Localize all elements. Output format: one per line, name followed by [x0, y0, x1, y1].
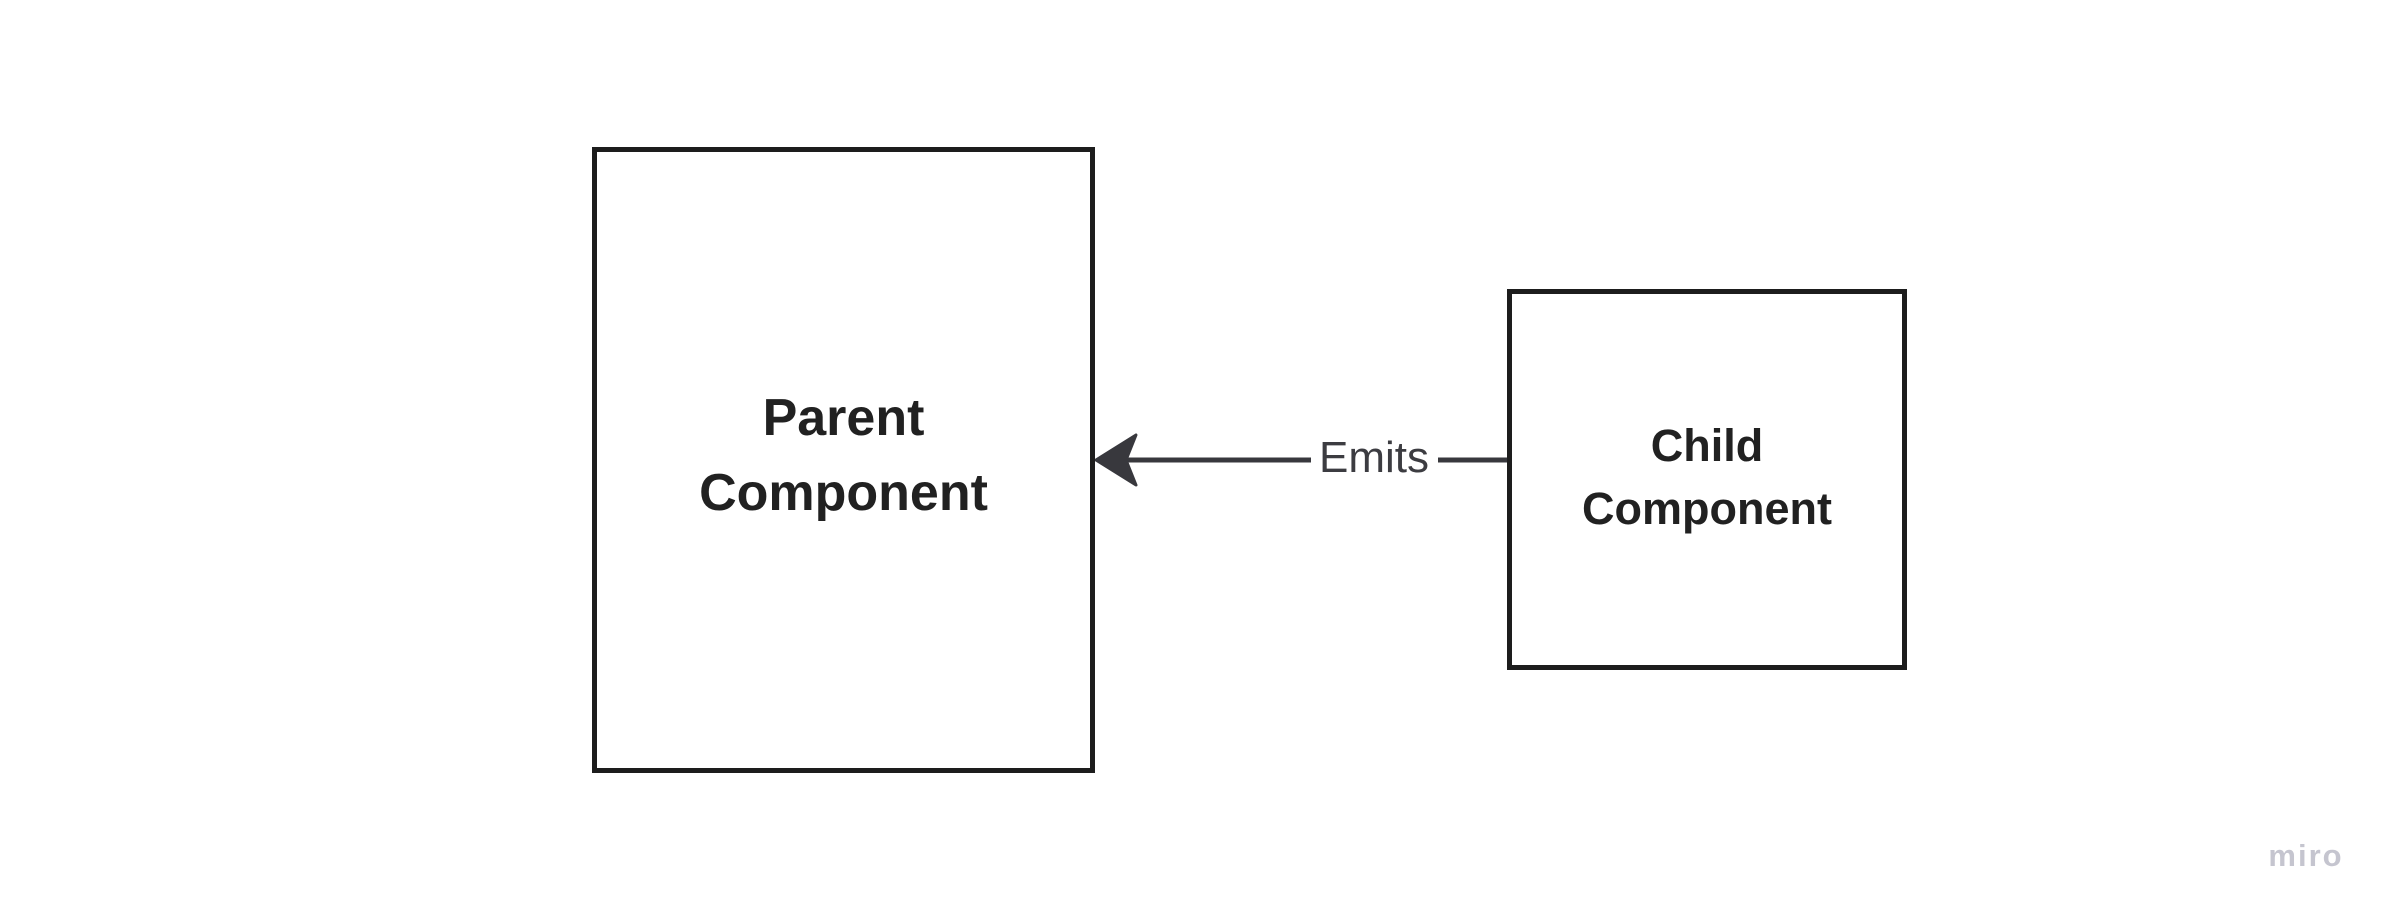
parent-component-label-line1: Parent [762, 389, 925, 447]
child-component-label: Child Component [1582, 414, 1832, 540]
child-component-label-line2: Component [1582, 482, 1832, 534]
arrowhead-icon [1094, 433, 1138, 487]
child-component-node[interactable]: Child Component [1507, 289, 1907, 670]
emits-connector-label[interactable]: Emits [1319, 433, 1429, 482]
child-component-label-line1: Child [1650, 419, 1764, 471]
parent-component-node[interactable]: Parent Component [592, 147, 1095, 773]
miro-watermark: miro [2268, 838, 2344, 873]
parent-component-label: Parent Component [699, 381, 988, 531]
parent-component-label-line2: Component [699, 464, 988, 522]
